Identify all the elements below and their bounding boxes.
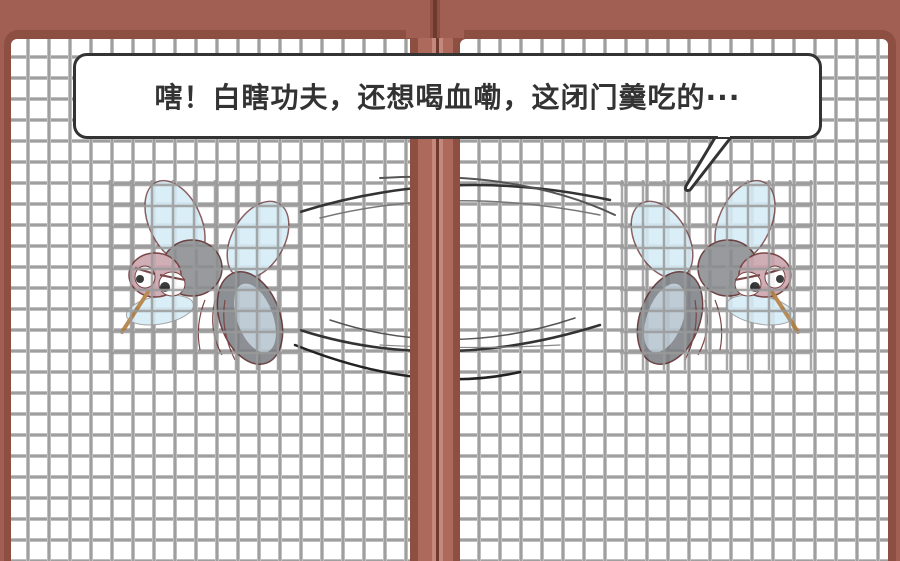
center-window-divider — [406, 0, 464, 561]
speech-bubble-text: 嗐！白瞎功夫，还想喝血嘞，这闭门羹吃的··· — [154, 81, 741, 114]
speech-bubble: 嗐！白瞎功夫，还想喝血嘞，这闭门羹吃的··· — [73, 53, 822, 139]
